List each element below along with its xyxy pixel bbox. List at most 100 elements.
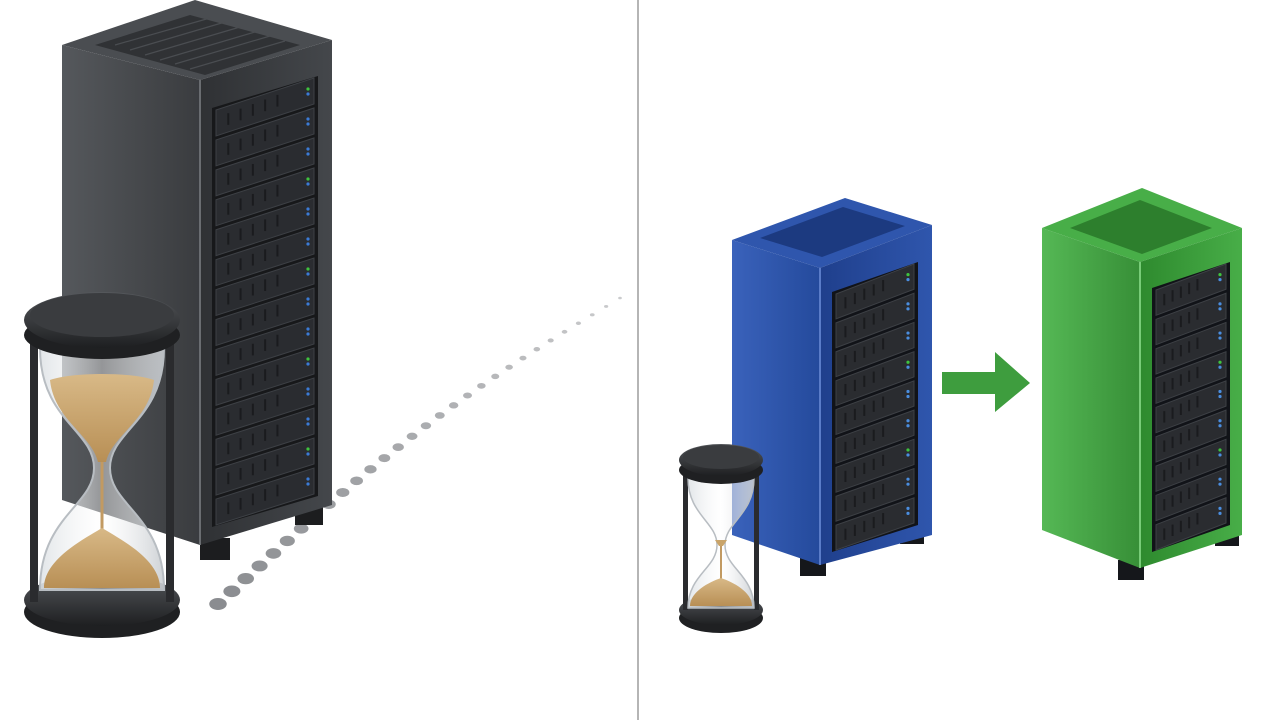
status-led xyxy=(1218,477,1222,481)
status-led xyxy=(906,394,910,399)
rack-units xyxy=(835,263,915,551)
server-rack-icon xyxy=(732,198,932,576)
status-led xyxy=(306,242,310,246)
hourglass-icon xyxy=(24,292,180,638)
rack-unit xyxy=(835,292,915,349)
status-led xyxy=(306,212,310,216)
status-led xyxy=(906,273,910,277)
status-led xyxy=(306,207,310,211)
rack-unit xyxy=(1155,380,1227,434)
status-led xyxy=(306,297,310,301)
rack-unit xyxy=(835,321,915,378)
rack-unit xyxy=(1155,292,1227,346)
status-led xyxy=(306,117,310,121)
status-led xyxy=(906,511,910,515)
trail-dot xyxy=(561,329,568,334)
rack-unit xyxy=(835,467,915,522)
rack-unit xyxy=(1155,438,1227,493)
status-led xyxy=(906,419,910,423)
status-led xyxy=(1218,360,1222,364)
trail-dot xyxy=(350,476,363,486)
status-led xyxy=(1218,453,1222,457)
server-rack-icon xyxy=(1042,188,1242,580)
trail-dot xyxy=(378,454,391,463)
status-led xyxy=(1218,331,1222,335)
status-led xyxy=(306,92,310,96)
status-led xyxy=(906,336,910,340)
status-led xyxy=(906,365,910,369)
status-led xyxy=(306,237,310,241)
trail-dot xyxy=(406,432,418,440)
status-led xyxy=(1218,389,1222,394)
rack-unit xyxy=(835,438,915,493)
hourglass-icon xyxy=(679,444,763,633)
status-led xyxy=(906,448,910,452)
status-led xyxy=(306,152,310,156)
trail-dot xyxy=(251,560,268,572)
status-led xyxy=(906,424,910,428)
status-led xyxy=(1218,511,1222,515)
rack-unit xyxy=(835,409,915,465)
status-led xyxy=(906,389,910,394)
rack-units xyxy=(1155,263,1227,551)
status-led xyxy=(1218,419,1222,423)
rack-unit xyxy=(835,497,915,551)
trail-dot xyxy=(589,313,595,317)
status-led xyxy=(306,87,310,91)
trail-dot xyxy=(491,373,500,380)
rack-unit xyxy=(835,380,915,436)
status-led xyxy=(306,477,310,481)
rack-unit xyxy=(1155,467,1227,522)
status-led xyxy=(306,362,310,366)
rack-unit xyxy=(1155,409,1227,463)
status-led xyxy=(306,272,310,276)
trail-dot xyxy=(420,422,432,430)
trail-dot xyxy=(392,443,404,451)
status-led xyxy=(1218,394,1222,399)
trail-dot xyxy=(209,598,227,610)
status-led xyxy=(1218,365,1222,369)
status-led xyxy=(906,302,910,306)
status-led xyxy=(306,332,310,336)
status-led xyxy=(306,147,310,151)
trail-dot xyxy=(533,346,541,352)
status-led xyxy=(1218,424,1222,428)
rack-unit xyxy=(1155,350,1227,405)
trail-dot xyxy=(575,321,582,326)
status-led xyxy=(306,267,310,271)
status-led xyxy=(1218,302,1222,306)
rack-unit xyxy=(835,263,915,320)
status-led xyxy=(1218,307,1222,311)
trail-dot xyxy=(618,296,622,300)
status-led xyxy=(306,302,310,306)
status-led xyxy=(306,182,310,186)
trail-dot xyxy=(505,364,513,370)
trail-dot xyxy=(434,412,445,419)
trail-dot xyxy=(279,535,295,547)
rack-unit xyxy=(1155,263,1227,317)
trail-dot xyxy=(477,382,486,389)
trail-dot xyxy=(293,523,309,534)
status-led xyxy=(306,482,310,486)
rack-unit xyxy=(835,350,915,407)
status-led xyxy=(906,477,910,481)
status-led xyxy=(906,307,910,311)
status-led xyxy=(306,327,310,331)
status-led xyxy=(906,482,910,486)
status-led xyxy=(1218,506,1222,510)
status-led xyxy=(306,387,310,391)
trail-dot xyxy=(604,304,609,308)
status-led xyxy=(1218,448,1222,452)
status-led xyxy=(906,278,910,282)
status-led xyxy=(306,122,310,126)
rack-unit xyxy=(1155,497,1227,551)
status-led xyxy=(906,331,910,335)
trail-dot xyxy=(364,465,377,474)
status-led xyxy=(1218,482,1222,486)
status-led xyxy=(306,422,310,426)
trail-dot xyxy=(237,572,254,585)
status-led xyxy=(306,357,310,361)
status-led xyxy=(306,417,310,421)
